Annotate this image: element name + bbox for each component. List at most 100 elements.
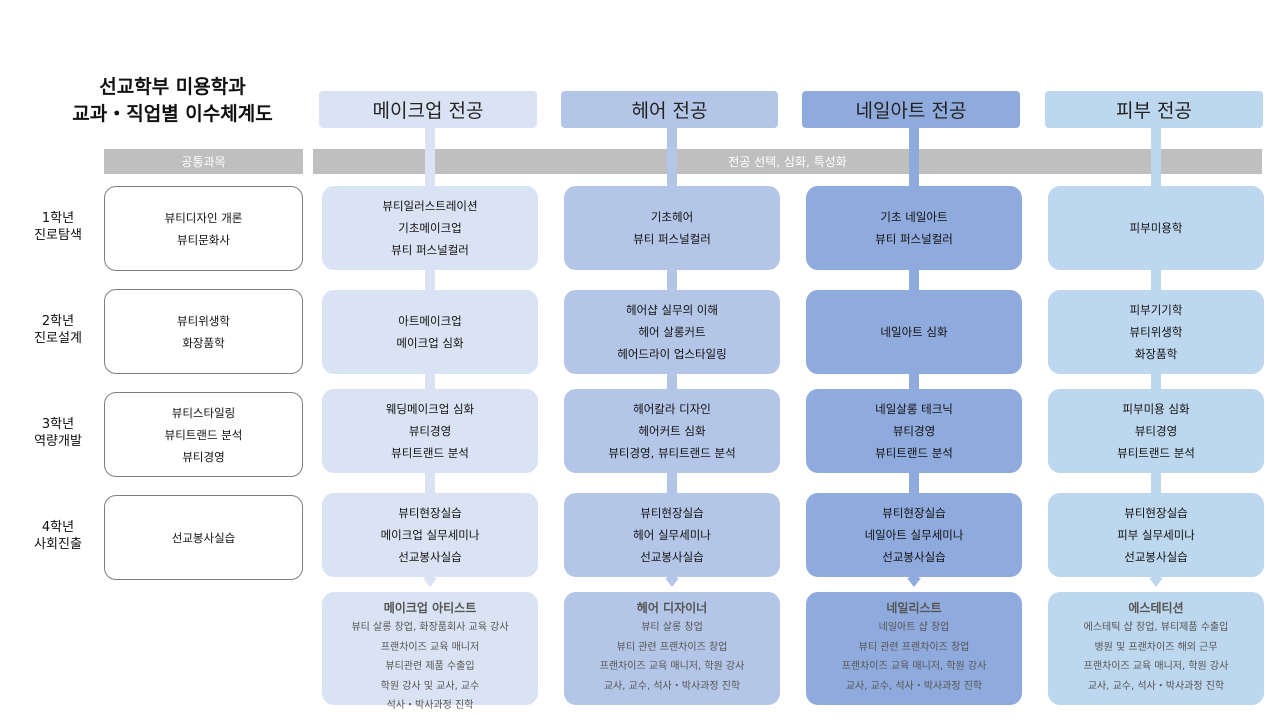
year-stage: 사회진출 bbox=[34, 537, 82, 552]
course-item: 뷰티 퍼스널컬러 bbox=[875, 232, 953, 246]
career-item: 뷰티 관련 프랜차이즈 창업 bbox=[858, 641, 970, 653]
course-item: 선교봉사실습 bbox=[1124, 550, 1188, 564]
course-item: 뷰티트랜드 분석 bbox=[391, 446, 469, 460]
year-number: 2학년 bbox=[41, 314, 75, 329]
title-line-1: 선교학부 미용학과 bbox=[99, 76, 246, 98]
year-number: 1학년 bbox=[41, 211, 75, 226]
common-subjects-bar: 공통과목 bbox=[104, 149, 303, 174]
course-item: 뷰티트랜드 분석 bbox=[875, 446, 953, 460]
course-item: 피부기기학 bbox=[1129, 303, 1183, 317]
course-item: 아트메이크업 bbox=[398, 314, 462, 328]
course-item: 피부미용학 bbox=[1129, 221, 1183, 235]
course-item: 선교봉사실습 bbox=[398, 550, 462, 564]
major-header: 메이크업 전공 bbox=[319, 91, 537, 128]
course-item: 헤어샵 실무의 이해 bbox=[626, 303, 718, 317]
arrow-down-icon bbox=[1149, 578, 1163, 587]
course-item: 뷰티디자인 개론 bbox=[164, 210, 243, 225]
course-item: 뷰티 퍼스널컬러 bbox=[391, 243, 469, 257]
career-item: 뷰티관련 제품 수출입 bbox=[385, 661, 475, 672]
course-item: 헤어드라이 업스타일링 bbox=[617, 347, 727, 361]
career-item: 석사・박사과정 진학 bbox=[386, 700, 474, 711]
course-item: 뷰티경영, 뷰티트랜드 분석 bbox=[608, 446, 736, 460]
career-title: 헤어 디자이너 bbox=[636, 601, 708, 615]
course-item: 선교봉사실습 bbox=[640, 550, 704, 564]
course-item: 네일살롱 테크닉 bbox=[875, 402, 953, 416]
career-item: 에스테틱 샵 창업, 뷰티제품 수출입 bbox=[1083, 622, 1229, 633]
arrow-down-icon bbox=[423, 578, 437, 587]
career-item: 프랜차이즈 교육 매니저, 학원 강사 bbox=[599, 661, 745, 672]
course-item: 헤어 살롱커트 bbox=[638, 325, 706, 339]
page-title: 선교학부 미용학과 교과・직업별 이수체계도 bbox=[40, 74, 305, 128]
course-item: 기초메이크업 bbox=[398, 221, 462, 235]
course-item: 기초헤어 bbox=[650, 210, 694, 224]
year-stage: 진로탐색 bbox=[34, 228, 82, 243]
career-item: 병원 및 프랜차이즈 해외 근무 bbox=[1094, 641, 1218, 653]
career-title: 메이크업 아티스트 bbox=[383, 601, 477, 615]
course-item: 화장품학 bbox=[1134, 347, 1178, 361]
course-item: 뷰티현장실습 bbox=[882, 506, 946, 520]
course-item: 피부 실무세미나 bbox=[1117, 528, 1195, 542]
course-item: 헤어커트 심화 bbox=[638, 424, 706, 438]
title-line-2: 교과・직업별 이수체계도 bbox=[72, 103, 273, 125]
career-item: 뷰티 살롱 창업, 화장품회사 교육 강사 bbox=[351, 622, 509, 633]
career-item: 네일아트 샵 창업 bbox=[878, 622, 950, 633]
year-stage: 진로설계 bbox=[34, 331, 82, 346]
career-title: 에스테티션 bbox=[1128, 601, 1184, 615]
course-item: 뷰티위생학 bbox=[1129, 325, 1183, 339]
course-item: 뷰티경영 bbox=[1134, 424, 1178, 438]
career-item: 프랜차이즈 교육 매니저 bbox=[380, 641, 480, 653]
course-item: 메이크업 심화 bbox=[396, 336, 464, 350]
course-item: 뷰티 퍼스널컬러 bbox=[633, 232, 711, 246]
major-subjects-bar: 전공 선택, 심화, 특성화 bbox=[313, 149, 1262, 174]
course-item: 뷰티경영 bbox=[408, 424, 452, 438]
course-item: 뷰티위생학 bbox=[177, 313, 230, 328]
course-item: 뷰티문화사 bbox=[177, 232, 230, 247]
course-item: 뷰티스타일링 bbox=[171, 405, 236, 420]
course-item: 선교봉사실습 bbox=[882, 550, 946, 564]
course-item: 뷰티트랜드 분석 bbox=[164, 427, 243, 442]
common-course-box: 선교봉사실습 bbox=[104, 495, 303, 580]
course-item: 뷰티트랜드 분석 bbox=[1117, 446, 1195, 460]
career-item: 교사, 교수, 석사・박사과정 진학 bbox=[1087, 680, 1225, 692]
course-item: 뷰티경영 bbox=[892, 424, 936, 438]
year-number: 4학년 bbox=[41, 520, 75, 535]
career-item: 교사, 교수, 석사・박사과정 진학 bbox=[845, 680, 983, 692]
course-item: 헤어 실무세미나 bbox=[633, 528, 711, 542]
course-item: 피부미용 심화 bbox=[1122, 402, 1190, 416]
major-header: 네일아트 전공 bbox=[802, 91, 1020, 128]
course-item: 웨딩메이크업 심화 bbox=[385, 402, 475, 416]
year-number: 3학년 bbox=[41, 417, 75, 432]
course-item: 뷰티현장실습 bbox=[1124, 506, 1188, 520]
career-item: 교사, 교수, 석사・박사과정 진학 bbox=[603, 680, 741, 692]
course-item: 메이크업 실무세미나 bbox=[380, 528, 480, 542]
course-item: 헤어칼라 디자인 bbox=[633, 402, 711, 416]
course-item: 선교봉사실습 bbox=[171, 530, 236, 545]
course-item: 뷰티현장실습 bbox=[640, 506, 704, 520]
course-item: 뷰티일러스트레이션 bbox=[382, 199, 478, 213]
course-item: 네일아트 실무세미나 bbox=[864, 528, 964, 542]
career-title: 네일리스트 bbox=[886, 601, 942, 615]
